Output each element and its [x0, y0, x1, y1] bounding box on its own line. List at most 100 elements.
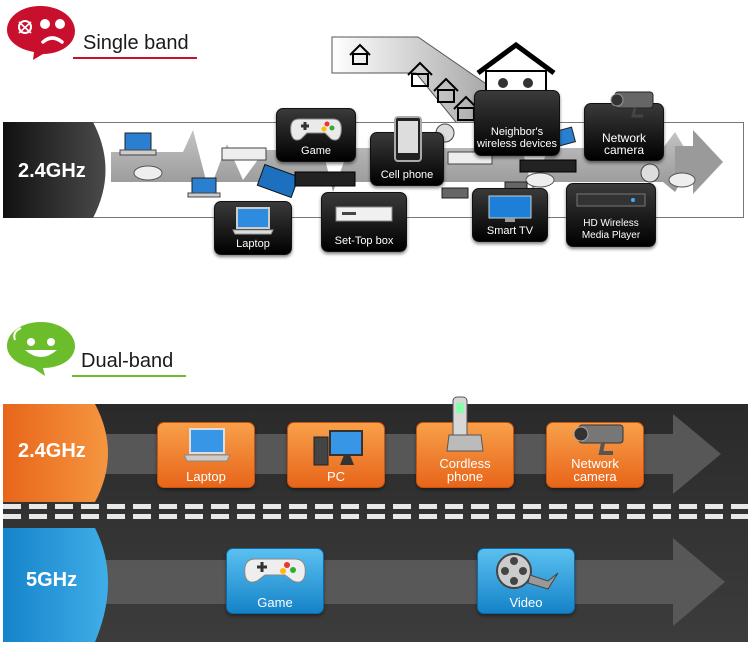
cell-phone-label: Cell phone — [380, 169, 434, 181]
separator-dashes-top — [3, 504, 748, 510]
separator-dash — [497, 504, 515, 509]
separator-dash — [705, 514, 723, 519]
separator-dash — [523, 514, 541, 519]
gamepad-icon — [290, 118, 342, 141]
network-camera-label: Network camera — [585, 132, 663, 156]
separator-dash — [29, 514, 47, 519]
separator-dash — [731, 514, 748, 519]
separator-dash — [289, 504, 307, 509]
separator-dash — [81, 514, 99, 519]
separator-dash — [549, 504, 567, 509]
hd-media-player-tile: HD Wireless Media Player — [566, 183, 656, 247]
separator-dash — [419, 504, 437, 509]
separator-dash — [341, 504, 359, 509]
separator-dash — [107, 504, 125, 509]
separator-dash — [211, 514, 229, 519]
scattered-device-icons — [119, 123, 696, 199]
separator-dash — [679, 504, 697, 509]
separator-dash — [419, 514, 437, 519]
band-24-device-cordless-phone: Cordless phone — [416, 396, 514, 488]
band-24-device-label: Network camera — [571, 456, 619, 484]
security-camera-icon — [610, 91, 654, 118]
separator-dash — [55, 504, 73, 509]
dual-band-heading: Dual-band — [81, 350, 174, 372]
media-player-icon — [576, 193, 646, 207]
band-5-device-label: Game — [257, 595, 293, 610]
separator-dash — [601, 514, 619, 519]
desktop-pc-icon — [313, 430, 363, 466]
separator-dash — [497, 514, 515, 519]
set-top-box-icon — [335, 206, 393, 222]
band-5-label: 5GHz — [26, 569, 78, 591]
separator-dash — [575, 514, 593, 519]
separator-dash — [159, 514, 177, 519]
separator-dash — [549, 514, 567, 519]
security-camera-icon — [573, 424, 624, 455]
separator-dash — [679, 514, 697, 519]
network-camera-tile: Network camera — [584, 91, 664, 161]
separator-dash — [445, 504, 463, 509]
band-24-device-label: Laptop — [186, 469, 226, 484]
separator-dash — [445, 514, 463, 519]
sad-face-bubble-icon — [7, 6, 75, 60]
separator-dash — [211, 504, 229, 509]
band-5-device-label: Video — [509, 595, 543, 610]
separator-dash — [3, 504, 21, 509]
separator-dash — [159, 504, 177, 509]
hd-media-player-line1: HD Wireless — [583, 218, 639, 229]
separator-dash — [289, 514, 307, 519]
separator-dash — [185, 504, 203, 509]
laptop-icon — [232, 207, 274, 235]
separator-dash — [627, 504, 645, 509]
cell-phone-icon — [394, 116, 422, 162]
neighbor-devices-label: Neighbor's wireless devices — [475, 126, 559, 150]
separator-dash — [237, 504, 255, 509]
separator-dash — [315, 514, 333, 519]
single-band-underline — [73, 57, 197, 59]
separator-dash — [237, 514, 255, 519]
tv-icon — [488, 195, 532, 222]
separator-dash — [55, 514, 73, 519]
separator-dash — [133, 504, 151, 509]
network-camera-line1: Network — [601, 131, 646, 145]
band-24-device-label: PC — [326, 469, 346, 484]
game-tile: Game — [276, 108, 356, 162]
band-5-device-video: Video — [477, 548, 575, 614]
separator-dash — [705, 504, 723, 509]
game-label: Game — [301, 145, 331, 157]
band-24-device-network-camera: Network camera — [546, 422, 644, 488]
band-24-device-label: Cordless phone — [439, 456, 491, 484]
separator-dash — [471, 504, 489, 509]
separator-dash — [367, 504, 385, 509]
film-reel-icon — [496, 553, 559, 590]
network-camera-line2: camera — [603, 143, 644, 157]
separator-dash — [185, 514, 203, 519]
separator-dash — [133, 514, 151, 519]
separator-dash — [653, 504, 671, 509]
laptop-label: Laptop — [236, 238, 270, 250]
band-24-device-pc: PC — [287, 422, 385, 488]
separator-dash — [601, 504, 619, 509]
laptop-icon — [183, 428, 231, 462]
band-24-device-laptop: Laptop — [157, 422, 255, 488]
band-24-label: 2.4GHz — [18, 440, 86, 462]
separator-dashes-bottom — [3, 514, 748, 520]
separator-dash — [393, 514, 411, 519]
neighbor-devices-line2: wireless devices — [476, 138, 558, 150]
separator-dash — [3, 514, 21, 519]
set-top-box-tile: Set-Top box — [321, 192, 407, 252]
separator-dash — [627, 514, 645, 519]
separator-dash — [523, 504, 541, 509]
cordless-phone-icon — [446, 396, 484, 452]
hd-media-player-label: HD Wireless Media Player — [567, 218, 655, 242]
cell-phone-tile: Cell phone — [370, 116, 444, 186]
smart-tv-tile: Smart TV — [472, 188, 548, 242]
set-top-box-label: Set-Top box — [334, 235, 394, 247]
band-5-device-game: Game — [226, 548, 324, 614]
single-band-freq-label: 2.4GHz — [18, 160, 86, 182]
separator-dash — [575, 504, 593, 509]
separator-dash — [731, 504, 748, 509]
gamepad-icon — [244, 558, 306, 583]
smart-tv-label: Smart TV — [486, 225, 534, 237]
separator-dash — [393, 504, 411, 509]
